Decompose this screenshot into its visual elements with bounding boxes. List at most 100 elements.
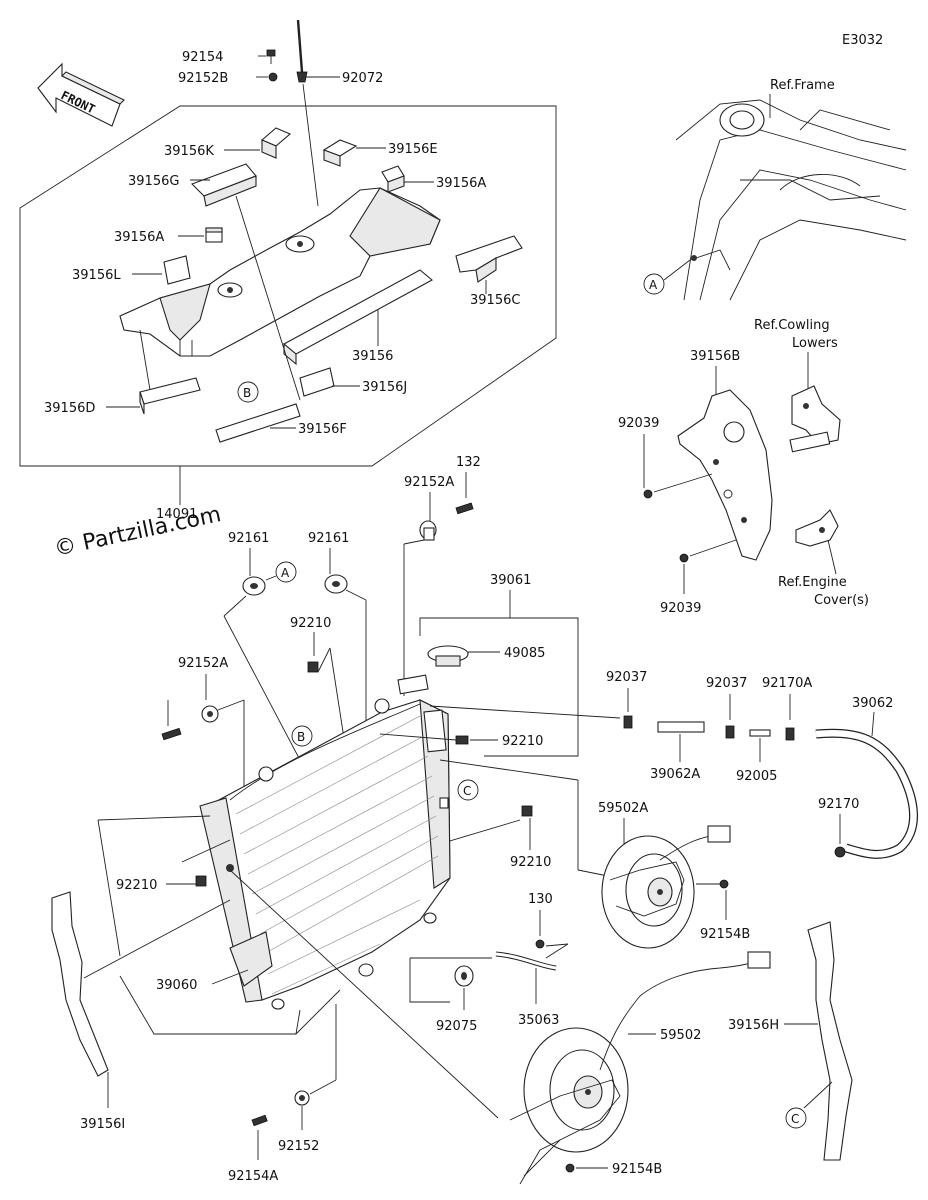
callout-b-radiator [291,725,313,747]
label-92075[interactable]: 92075 [436,1019,477,1034]
pad-39156-long-icon [283,269,433,366]
bolt-92154B-lower-icon [565,1163,575,1173]
callout-b-top-label: B [243,386,251,400]
label-39060[interactable]: 39060 [156,978,197,993]
label-39156E[interactable]: 39156E [388,142,438,157]
watermark: © Partzilla.com [52,502,223,562]
label-130[interactable]: 130 [528,892,553,907]
clamp-92037-b-icon [725,725,735,739]
pad-39156A-left-icon [205,227,223,243]
label-39156B[interactable]: 39156B [690,349,740,364]
washer-92152A-top-icon [419,520,437,541]
label-132-top[interactable]: 132 [456,455,481,470]
label-92210-top[interactable]: 92210 [290,616,331,631]
label-39062A[interactable]: 39062A [650,767,700,782]
label-39156L[interactable]: 39156L [72,268,121,283]
label-92161-right[interactable]: 92161 [308,531,349,546]
callout-c-pad [785,1107,807,1129]
label-92154B-lower[interactable]: 92154B [612,1162,662,1177]
washer-92152A-left-icon [201,705,219,723]
callout-c-radiator-label: C [463,784,471,798]
label-39156G[interactable]: 39156G [128,174,179,189]
cooling-fan-59502-icon [509,951,771,1185]
pad-39156L-icon [163,255,191,285]
pad-39156A-right-icon [381,165,405,193]
label-39156I[interactable]: 39156I [80,1117,125,1132]
ref-cowling-label-1: Ref.Cowling [754,318,830,333]
label-92037-b[interactable]: 92037 [706,676,747,691]
ref-frame-label: Ref.Frame [770,78,835,93]
label-92152B[interactable]: 92152B [178,71,228,86]
label-59502A[interactable]: 59502A [598,801,648,816]
label-92005[interactable]: 92005 [736,769,777,784]
callout-a-radiator-label: A [281,566,290,580]
heat-shield-39156B-icon [677,389,773,561]
label-39156H[interactable]: 39156H [728,1018,779,1033]
label-35063[interactable]: 35063 [518,1013,559,1028]
callout-c-pad-label: C [791,1112,799,1126]
pad-39156F-icon [215,403,301,443]
label-92210-right[interactable]: 92210 [510,855,551,870]
pad-39156H-icon [807,921,853,1161]
label-39156A-right[interactable]: 39156A [436,176,486,191]
hose-39062A-icon [657,721,705,733]
label-92154B-upper[interactable]: 92154B [700,927,750,942]
label-39156C[interactable]: 39156C [470,293,520,308]
clip-92210-mid-icon [455,735,469,745]
label-92170A[interactable]: 92170A [762,676,812,691]
label-92039-bottom[interactable]: 92039 [660,601,701,616]
label-14091[interactable]: 14091 [156,507,197,522]
label-39156D[interactable]: 39156D [44,401,95,416]
bolt-92154B-upper-icon [719,879,729,889]
pad-39156C-icon [455,235,523,283]
label-39061[interactable]: 39061 [490,573,531,588]
label-39156[interactable]: 39156 [352,349,393,364]
callout-a-radiator [275,561,297,583]
ref-cowling-label-2: Lowers [792,336,838,351]
clamp-92037-a-icon [623,715,633,729]
pad-39156J-icon [299,367,335,397]
label-59502[interactable]: 59502 [660,1028,701,1043]
callout-a-frame-label: A [649,278,658,292]
label-92072[interactable]: 92072 [342,71,383,86]
frame-reference-icon [675,99,907,301]
label-92154A[interactable]: 92154A [228,1169,278,1184]
clip-92210-left-icon [195,875,207,887]
bolt-92154-icon [266,49,276,64]
label-92152A-left[interactable]: 92152A [178,656,228,671]
label-39156K[interactable]: 39156K [164,144,214,159]
label-39062[interactable]: 39062 [852,696,893,711]
pad-39156I-icon [51,891,109,1077]
grommet-92161-right-icon [324,574,348,594]
pad-39156G-icon [191,163,257,207]
label-92161-left[interactable]: 92161 [228,531,269,546]
cowling-bracket-icon [789,385,841,453]
label-49085[interactable]: 49085 [504,646,545,661]
cooling-fan-59502A-icon [601,825,731,949]
bolt-92039-bottom-icon [679,553,689,563]
label-39156A-left[interactable]: 39156A [114,230,164,245]
rod-92072-icon [296,19,308,83]
label-92170[interactable]: 92170 [818,797,859,812]
grommet-92161-left-icon [242,576,266,596]
label-92210-left[interactable]: 92210 [116,878,157,893]
label-92152A-top[interactable]: 92152A [404,475,454,490]
assembly-box-14091 [19,105,557,467]
pad-39156D-icon [139,377,201,415]
label-92152[interactable]: 92152 [278,1139,319,1154]
label-92154-top[interactable]: 92154 [182,50,223,65]
callout-b-top [237,381,259,403]
clamp-92170-icon [834,846,846,858]
label-92037-a[interactable]: 92037 [606,670,647,685]
radiator-cap-49085-icon [427,645,469,667]
bolt-132-top-icon [455,502,474,515]
clamp-92170A-icon [785,727,795,741]
label-39156F[interactable]: 39156F [298,422,347,437]
grommet-92075-icon [454,965,474,987]
pad-39156K-icon [260,127,292,159]
label-92210-mid[interactable]: 92210 [502,734,543,749]
label-92039-top[interactable]: 92039 [618,416,659,431]
pad-39156E-icon [322,139,358,167]
label-39156J[interactable]: 39156J [362,380,407,395]
